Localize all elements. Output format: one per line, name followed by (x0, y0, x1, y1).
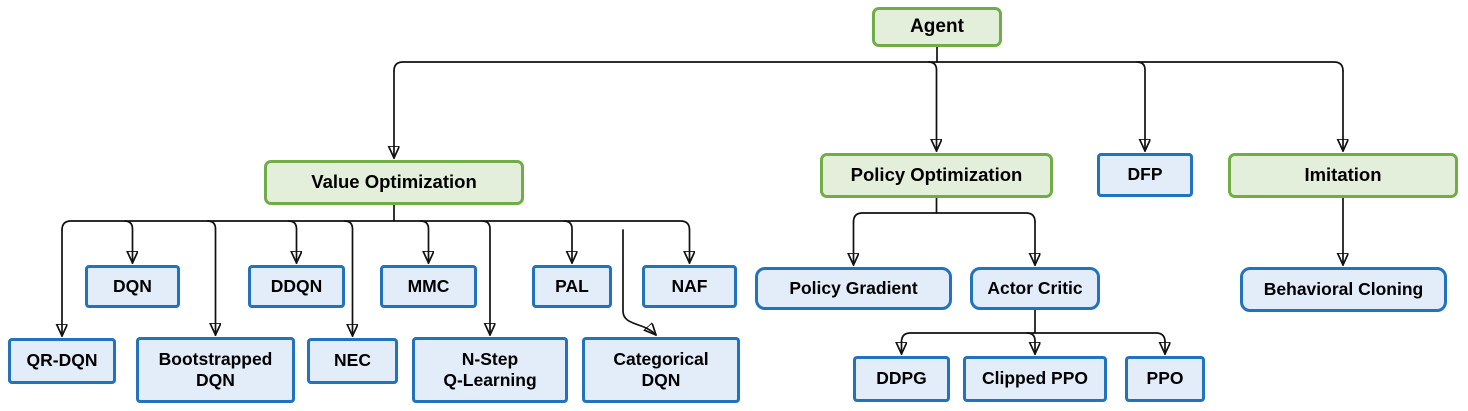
node-pal: PAL (532, 265, 612, 308)
connector (927, 61, 937, 151)
node-ddpg: DDPG (853, 356, 950, 402)
node-label: PAL (555, 275, 589, 296)
connector (343, 220, 353, 336)
node-actor-critic: Actor Critic (970, 267, 1100, 310)
node-ddqn: DDQN (248, 265, 345, 308)
node-label: Clipped PPO (982, 368, 1088, 389)
node-label: DDPG (876, 368, 927, 389)
node-n-step-q-learning: N-Step Q-Learning (412, 337, 568, 403)
node-dqn: DQN (85, 265, 180, 308)
node-label: Bootstrapped DQN (158, 348, 273, 390)
node-ppo: PPO (1125, 356, 1205, 402)
connector (1136, 61, 1145, 151)
connector (419, 220, 429, 263)
connector (61, 220, 691, 231)
connector (393, 61, 1344, 72)
connector (123, 220, 133, 263)
node-value-optimization: Value Optimization (264, 160, 524, 205)
node-categorical-dqn: Categorical DQN (582, 337, 740, 403)
node-nec: NEC (307, 338, 398, 384)
node-label: Agent (910, 16, 964, 38)
node-label: QR-DQN (26, 350, 98, 371)
node-agent: Agent (872, 7, 1002, 47)
node-bootstrapped-dqn: Bootstrapped DQN (136, 337, 295, 403)
connector (900, 332, 1166, 343)
node-behavioral-cloning: Behavioral Cloning (1240, 267, 1447, 312)
node-label: Policy Gradient (789, 277, 918, 298)
node-label: Imitation (1304, 164, 1382, 186)
node-label: DFP (1127, 164, 1163, 185)
connector (563, 220, 572, 263)
node-mmc: MMC (380, 265, 477, 308)
connector (622, 229, 656, 335)
connector (852, 212, 1036, 223)
connector (206, 220, 216, 335)
node-imitation: Imitation (1228, 153, 1458, 198)
node-label: NEC (334, 350, 371, 371)
node-label: DDQN (270, 275, 323, 296)
node-label: Categorical DQN (613, 348, 709, 390)
connector (481, 220, 490, 335)
node-label: MMC (407, 275, 450, 296)
connector (1026, 332, 1035, 354)
connector (287, 220, 297, 263)
node-label: Policy Optimization (850, 164, 1023, 186)
node-policy-optimization: Policy Optimization (820, 153, 1053, 198)
node-label: DQN (113, 275, 152, 296)
node-clipped-ppo: Clipped PPO (963, 356, 1107, 402)
node-label: N-Step Q-Learning (443, 348, 537, 390)
node-label: NAF (671, 275, 708, 296)
node-naf: NAF (642, 265, 737, 308)
node-label: Behavioral Cloning (1263, 278, 1424, 299)
node-dfp: DFP (1097, 153, 1193, 197)
node-label: Actor Critic (987, 277, 1083, 298)
node-label: PPO (1146, 368, 1184, 389)
node-policy-gradient: Policy Gradient (755, 267, 952, 310)
node-label: Value Optimization (311, 171, 477, 193)
node-qr-dqn: QR-DQN (8, 338, 116, 384)
